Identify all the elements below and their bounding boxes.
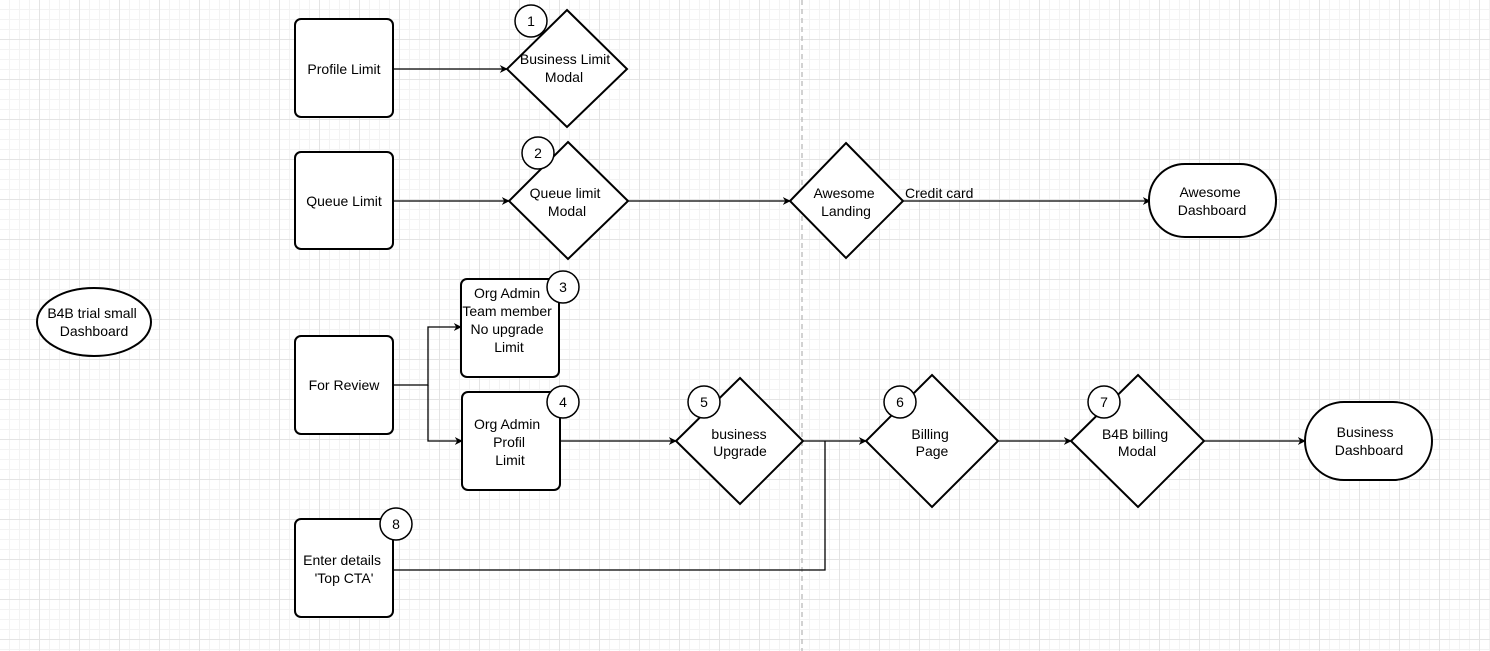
step-badge-8 — [379, 507, 413, 541]
credit-card-edge-label: Credit card — [905, 185, 973, 201]
queue-limit-node — [294, 151, 394, 250]
edge-review-to-org-profil — [427, 385, 463, 445]
step-badge-2-text: 2 — [534, 145, 542, 161]
business-upgrade-node — [674, 376, 805, 506]
queue-limit-modal-node — [507, 140, 630, 261]
step-badge-8-text: 8 — [392, 516, 400, 532]
edge-review-to-org-team — [393, 323, 462, 386]
business-limit-modal-label: Business Limit Modal — [520, 51, 614, 85]
step-badge-4 — [546, 385, 580, 419]
billing-page-label: Billing Page — [911, 426, 952, 459]
enter-details-label: Enter details 'Top CTA' — [303, 552, 385, 586]
step-badge-5 — [687, 385, 721, 419]
step-badge-1-text: 1 — [527, 13, 535, 29]
enter-details-node — [294, 518, 394, 618]
profile-limit-node — [294, 18, 394, 118]
awesome-dashboard-node — [1148, 163, 1277, 238]
org-admin-team-label: Org Admin Team member No upgrade Limit — [462, 285, 555, 355]
profile-limit-label: Profile Limit — [307, 61, 380, 77]
business-upgrade-label: business Upgrade — [711, 426, 770, 459]
step-badge-2 — [521, 136, 555, 170]
step-badge-6 — [883, 385, 917, 419]
org-admin-profil-label: Org Admin Profil Limit — [474, 416, 544, 468]
step-badge-6-text: 6 — [896, 394, 904, 410]
b4b-billing-modal-node — [1069, 373, 1206, 509]
for-review-node — [294, 335, 394, 435]
step-badge-3-text: 3 — [559, 279, 567, 295]
queue-limit-modal-label: Queue limit Modal — [530, 185, 605, 219]
step-badge-3 — [546, 270, 580, 304]
queue-limit-label: Queue Limit — [306, 193, 382, 209]
business-limit-modal-node — [505, 8, 629, 129]
awesome-dashboard-label: Awesome Dashboard — [1178, 184, 1247, 218]
b4b-trial-dashboard-label: B4B trial small Dashboard — [47, 305, 140, 339]
edges — [393, 65, 1306, 571]
org-admin-profil-node — [461, 391, 561, 491]
step-badge-7 — [1087, 385, 1121, 419]
step-badge-5-text: 5 — [700, 394, 708, 410]
for-review-label: For Review — [309, 377, 381, 393]
step-badge-7-text: 7 — [1100, 394, 1108, 410]
awesome-landing-node — [788, 141, 905, 260]
b4b-billing-modal-label: B4B billing Modal — [1102, 426, 1172, 459]
awesome-landing-label: Awesome Landing — [813, 185, 878, 219]
org-admin-team-node — [460, 278, 560, 378]
b4b-trial-dashboard-node — [36, 287, 152, 357]
step-badge-1 — [514, 4, 548, 38]
business-dashboard-label: Business Dashboard — [1335, 424, 1404, 458]
step-badge-4-text: 4 — [559, 394, 567, 410]
edge-enter-details-to-billing — [393, 441, 826, 571]
business-dashboard-node — [1304, 401, 1433, 481]
